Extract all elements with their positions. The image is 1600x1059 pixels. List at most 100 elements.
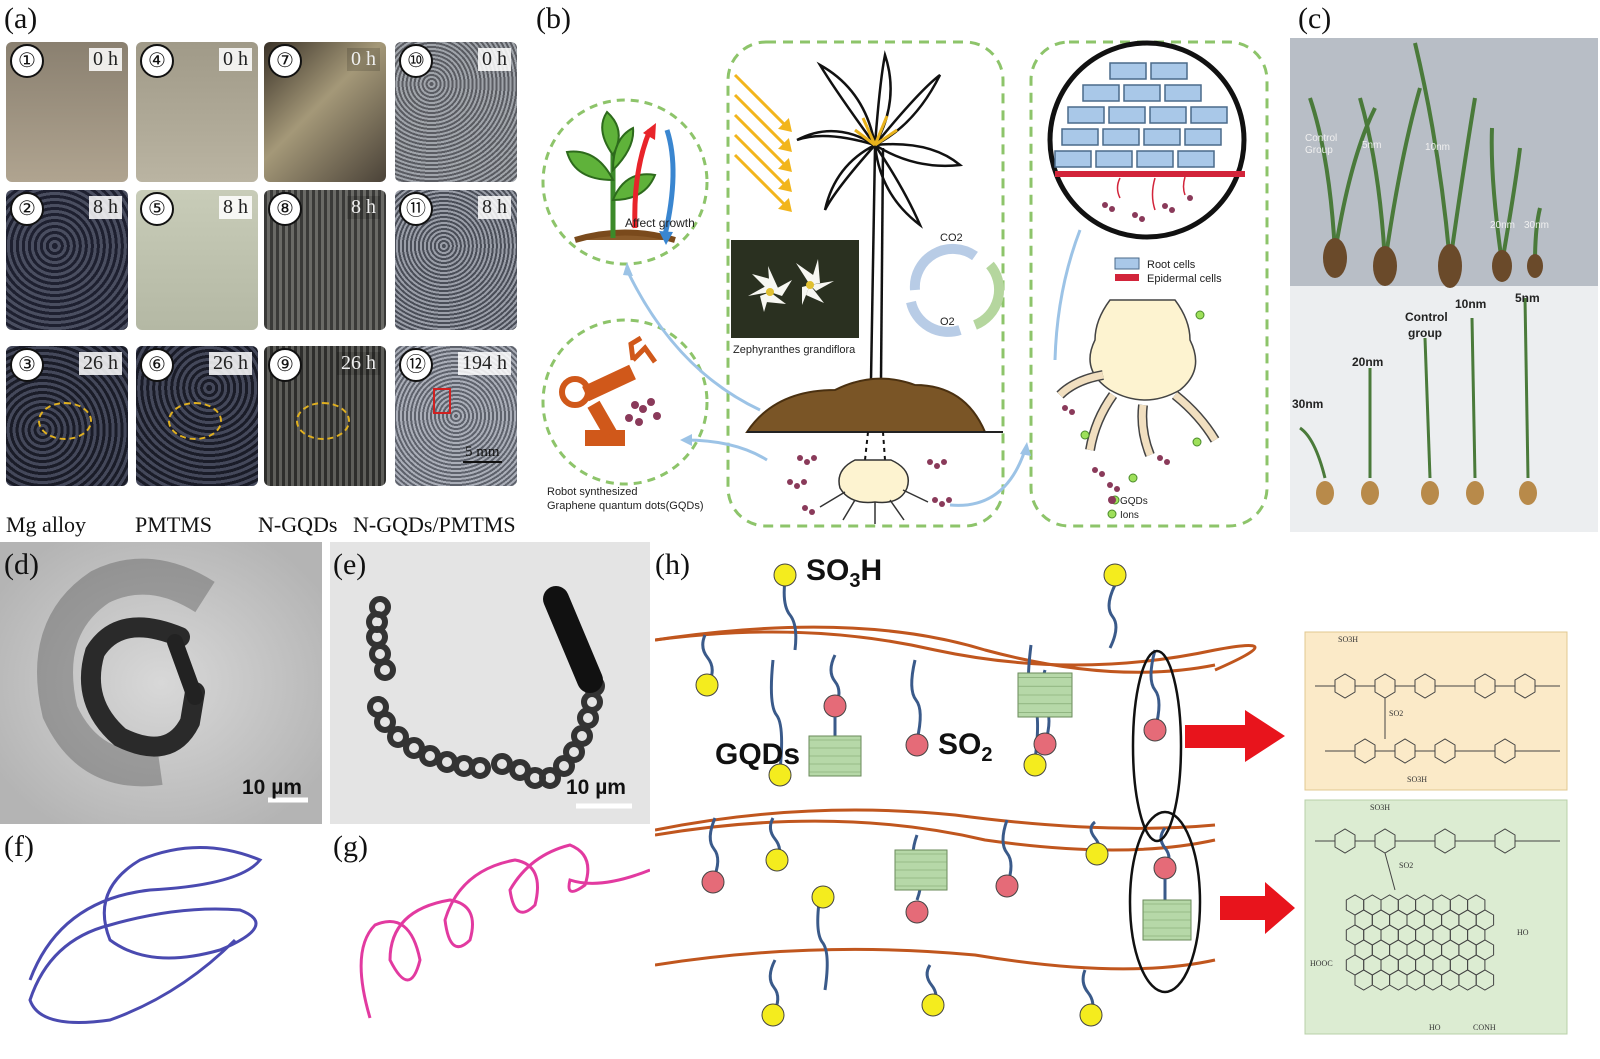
panel-g-label: (g) <box>333 830 368 863</box>
h-label-gqds: GQDs <box>715 738 801 771</box>
corrosion-tile: ② 8 h <box>6 190 128 330</box>
so2-group <box>1153 856 1177 880</box>
linker-chain <box>782 579 798 651</box>
tile-number: ⑪ <box>399 192 433 226</box>
so3h-group <box>1103 563 1127 587</box>
tile-time: 194 h <box>458 352 511 375</box>
so3h-group <box>1023 753 1047 777</box>
c-top-label-10nm: 10nm <box>1425 142 1451 153</box>
large-bulb-root-icon <box>1056 299 1220 457</box>
struct2-ho-bottom: HO <box>1429 1023 1441 1032</box>
c-bottom-label-30nm: 30nm <box>1292 397 1324 411</box>
panel-f-label: (f) <box>4 830 34 863</box>
trail-particle <box>374 659 396 681</box>
robot-caption-line1: Robot synthesized <box>547 486 638 498</box>
h-label-so3h-end: H <box>860 554 883 587</box>
trail-particle <box>539 767 561 789</box>
c-bottom-label-control: Control <box>1405 310 1448 324</box>
gqd-cluster-icon <box>625 398 661 426</box>
tile-number: ⑨ <box>268 348 302 382</box>
trail-particle <box>374 711 396 733</box>
so3h-group <box>773 563 797 587</box>
c-top-label-30nm: 30nm <box>1524 220 1550 231</box>
so3h-group <box>768 763 792 787</box>
tile-number: ④ <box>140 44 174 78</box>
tile-time: 0 h <box>219 48 252 71</box>
legend-gqds: GQDs <box>1120 496 1148 507</box>
tile-number: ⑫ <box>399 348 433 382</box>
tile-number: ⑤ <box>140 192 174 226</box>
struct1-so3h-bottom: SO3H <box>1407 775 1427 784</box>
tile-number: ③ <box>10 348 44 382</box>
corrosion-tile: ⑪ 8 h <box>395 190 517 330</box>
scale-bar-5mm: 5 mm <box>463 444 502 463</box>
trail-particle <box>491 753 513 775</box>
c-top-label-20nm: 20nm <box>1490 220 1516 231</box>
legend-root-cells: Root cells <box>1147 259 1196 271</box>
tile-time: 0 h <box>347 48 380 71</box>
struct2-so2: SO2 <box>1399 861 1413 870</box>
panel-e-micrograph <box>330 542 650 824</box>
panel-c-label: (c) <box>1298 2 1332 35</box>
h-label-so3h: SO3H <box>806 554 882 593</box>
so3h-group <box>1079 1003 1103 1027</box>
structure-panel-top <box>1304 631 1568 791</box>
c-bottom-label-10nm: 10nm <box>1455 297 1487 311</box>
so2-group <box>1143 718 1167 742</box>
linker-chain <box>910 659 922 741</box>
h-label-so3h-sub: 3 <box>849 570 861 592</box>
trajectory-path-f <box>28 846 263 1024</box>
linker-chain <box>1149 649 1161 731</box>
linker-chain <box>1107 584 1118 649</box>
h-label-so2-sub: 2 <box>981 744 993 766</box>
tile-time: 0 h <box>478 48 511 71</box>
tile-time: 8 h <box>478 196 511 219</box>
dashed-circle-marker <box>296 402 350 440</box>
linker-chain <box>701 634 714 681</box>
photo-caption: Zephyranthes grandiflora <box>733 344 856 356</box>
c-top-label-control-group: Control Group <box>1305 133 1338 156</box>
so3h-group <box>761 1003 785 1027</box>
tile-time: 26 h <box>209 352 252 375</box>
tile-number: ⑧ <box>268 192 302 226</box>
tile-time: 8 h <box>89 196 122 219</box>
so2-group <box>1033 732 1057 756</box>
panel-a-label: (a) <box>4 2 38 35</box>
trail-particle <box>403 737 425 759</box>
bulb-root-icon <box>819 459 929 524</box>
legend-epidermal-cells: Epidermal cells <box>1147 273 1222 285</box>
so3h-group <box>765 848 789 872</box>
panel-c-seedling-photos <box>1290 38 1598 532</box>
so3h-group <box>695 673 719 697</box>
trail-particle <box>563 741 585 763</box>
c-bottom-label-5nm: 5nm <box>1515 291 1540 305</box>
tile-number: ② <box>10 192 44 226</box>
structure-panel-bottom <box>1304 799 1568 1035</box>
column-label-pmtms: PMTMS <box>135 512 213 537</box>
affect-growth-text: Affect growth <box>625 216 695 230</box>
red-box-marker <box>433 388 451 414</box>
struct2-ho-right: HO <box>1517 928 1529 937</box>
struct2-so3h: SO3H <box>1370 803 1390 812</box>
dashed-circle-marker <box>38 402 92 440</box>
so2-group <box>905 733 929 757</box>
tile-time: 26 h <box>79 352 122 375</box>
robot-caption-line2: Graphene quantum dots(GQDs) <box>547 500 704 512</box>
c-bottom-label-group: group <box>1408 326 1442 340</box>
c-bottom-label-20nm: 20nm <box>1352 355 1384 369</box>
panel-d-scale-bar: 10 µm <box>242 776 302 799</box>
corrosion-tile: ④ 0 h <box>136 42 258 182</box>
h-label-so2: SO2 <box>938 728 992 767</box>
linker-chain <box>1001 819 1013 887</box>
column-label-n-gqds: N-GQDs <box>258 512 338 537</box>
so3h-group <box>921 993 945 1017</box>
dashed-circle-marker <box>168 402 222 440</box>
column-label-n-gqds-pmtms: N-GQDs/PMTMS <box>353 512 516 537</box>
gqd-particles-soil <box>787 455 952 515</box>
panel-g-trajectory <box>359 843 650 1019</box>
corrosion-tile: ⑫ 194 h 5 mm <box>395 346 517 486</box>
